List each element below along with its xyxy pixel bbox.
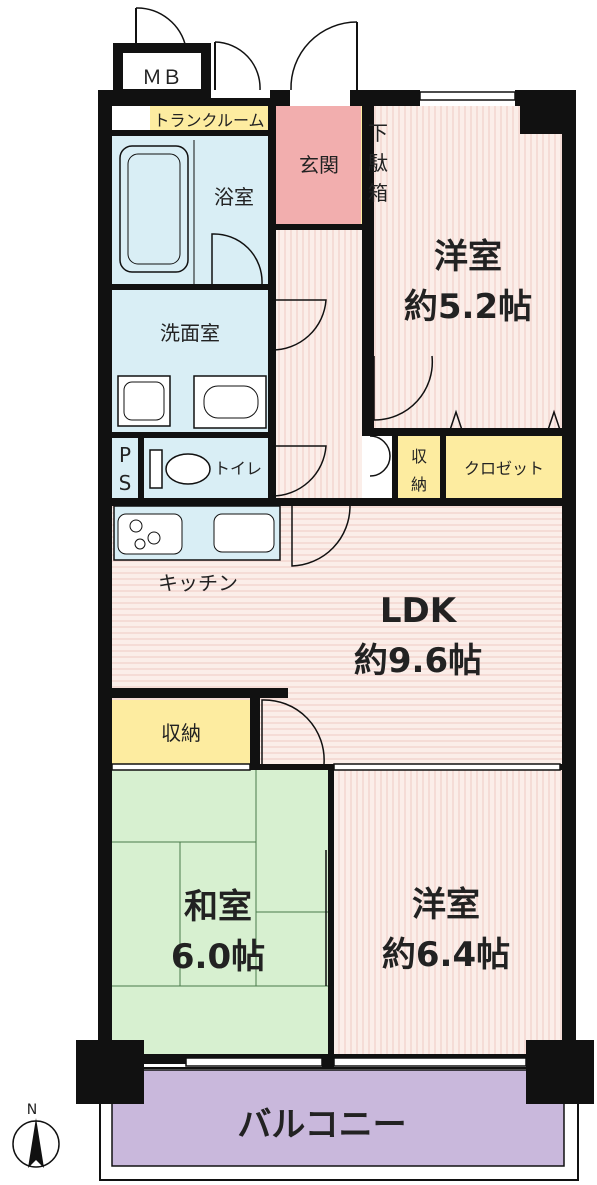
trunk-room [150,106,268,132]
label-washitsu-size: 6.0帖 [171,937,265,977]
washing-machine [117,375,171,427]
storage-door [369,435,391,477]
label-kitchen: キッチン [158,571,238,595]
hall-floor [276,224,362,500]
label-western2-size: 約6.4帖 [382,935,510,975]
toilet-door [271,445,327,497]
label-toilet: トイレ [214,459,262,478]
closet [446,430,562,500]
bathtub [119,140,195,284]
label-entrance: 玄関 [299,153,339,177]
label-storage-small-1: 収 [411,447,427,466]
north-arrow-icon [28,1118,44,1168]
label-western2-name: 洋室 [412,885,480,925]
washitsu-door [261,699,325,765]
mb-closet [113,7,211,99]
western1-door [373,355,434,421]
western2-floor [334,770,562,1054]
wash-door [271,299,327,351]
label-storage-ldk: 収納 [161,721,201,745]
tatami-lines [112,770,328,987]
label-closet: クロゼット [464,459,544,478]
windows [111,91,561,1067]
western1-floor [374,106,562,428]
compass-label: N [27,1102,37,1118]
ps-shaft [112,438,138,498]
label-ldk-name: LDK [380,591,458,631]
ldk-door [291,505,351,567]
label-storage-small-2: 納 [411,475,427,494]
label-shoe-box-3: 箱 [368,181,388,205]
label-mb: ＭＢ [142,65,182,89]
walls [76,90,594,1104]
label-ps-p: P [119,443,131,467]
entrance-door [290,21,358,91]
label-shoe-box-1: 下 [368,121,388,145]
label-trunk-room: トランクルーム [153,111,264,130]
balcony [99,1067,579,1181]
storage-ldk [112,700,250,764]
entrance-area [276,106,361,224]
label-ps-s: S [119,471,132,495]
wash-basin [193,375,267,429]
label-western1-name: 洋室 [434,237,502,277]
kitchen-counter [113,505,281,561]
toilet-fixture [149,449,211,489]
label-shoe-box-2: 駄 [368,151,388,175]
sliding-door [325,850,333,986]
label-washroom: 洗面室 [160,321,220,345]
label-bath: 浴室 [214,185,254,209]
label-western1-size: 約5.2帖 [404,287,532,327]
label-washitsu-name: 和室 [184,887,252,927]
trunk-door [214,41,261,91]
label-ldk-size: 約9.6帖 [354,641,482,681]
closet-marks [449,409,561,431]
compass: N [12,1102,60,1168]
storage-small [398,436,440,500]
bath-door [211,233,263,285]
label-balcony: バルコニー [237,1105,406,1145]
